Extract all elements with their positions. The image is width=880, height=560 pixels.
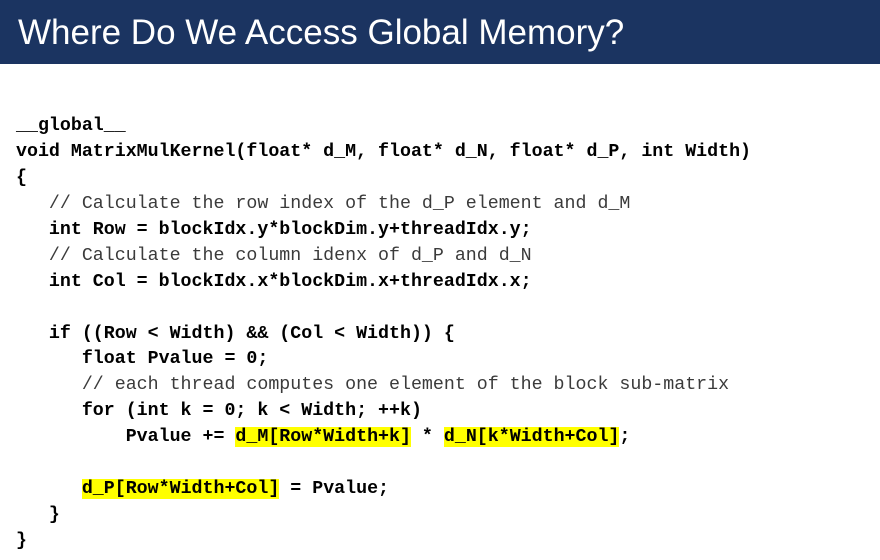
code-text: ; [619, 427, 631, 448]
highlighted-global-memory-access: d_N[k*Width+Col] [443, 427, 620, 448]
code-text: void MatrixMulKernel(float* d_M, float* … [16, 141, 752, 162]
code-line [16, 296, 880, 322]
code-text: int Row = blockIdx.y*blockDim.y+threadId… [16, 219, 532, 240]
slide-title-bar: Where Do We Access Global Memory? [0, 0, 880, 64]
code-line: for (int k = 0; k < Width; ++k) [16, 399, 880, 425]
code-line: { [16, 166, 880, 192]
code-line: int Col = blockIdx.x*blockDim.x+threadId… [16, 270, 880, 296]
code-line: // Calculate the column idenx of d_P and… [16, 244, 880, 270]
slide-title: Where Do We Access Global Memory? [18, 12, 625, 52]
code-text [16, 479, 82, 499]
code-text: { [16, 167, 27, 188]
code-comment: // Calculate the column idenx of d_P and… [16, 245, 532, 266]
code-text: = Pvalue; [279, 479, 390, 500]
code-line [16, 451, 880, 477]
code-line: if ((Row < Width) && (Col < Width)) { [16, 322, 880, 348]
code-line: } [16, 529, 880, 555]
code-line: Pvalue += d_M[Row*Width+k] * d_N[k*Width… [16, 425, 880, 451]
code-text: int Col = blockIdx.x*blockDim.x+threadId… [16, 271, 532, 292]
code-text: Pvalue += [16, 427, 236, 448]
code-text: __global__ [16, 116, 126, 136]
highlighted-global-memory-access: d_M[Row*Width+k] [235, 427, 411, 448]
code-line: float Pvalue = 0; [16, 347, 880, 373]
code-text: } [16, 505, 60, 526]
code-text: * [410, 427, 444, 448]
code-line: // each thread computes one element of t… [16, 373, 880, 399]
code-line: // Calculate the row index of the d_P el… [16, 192, 880, 218]
code-comment: // Calculate the row index of the d_P el… [16, 193, 631, 214]
highlighted-global-memory-access: d_P[Row*Width+Col] [81, 479, 280, 500]
code-line: } [16, 503, 880, 529]
code-line: __global__ [16, 114, 880, 140]
code-comment: // each thread computes one element of t… [16, 375, 730, 396]
code-text: if ((Row < Width) && (Col < Width)) { [16, 323, 455, 344]
code-text: } [16, 531, 27, 551]
code-line: void MatrixMulKernel(float* d_M, float* … [16, 140, 880, 166]
code-text: float Pvalue = 0; [16, 349, 269, 370]
code-block: __global__void MatrixMulKernel(float* d_… [16, 114, 880, 555]
code-line: d_P[Row*Width+Col] = Pvalue; [16, 477, 880, 503]
code-line: int Row = blockIdx.y*blockDim.y+threadId… [16, 218, 880, 244]
code-text: for (int k = 0; k < Width; ++k) [16, 401, 422, 422]
